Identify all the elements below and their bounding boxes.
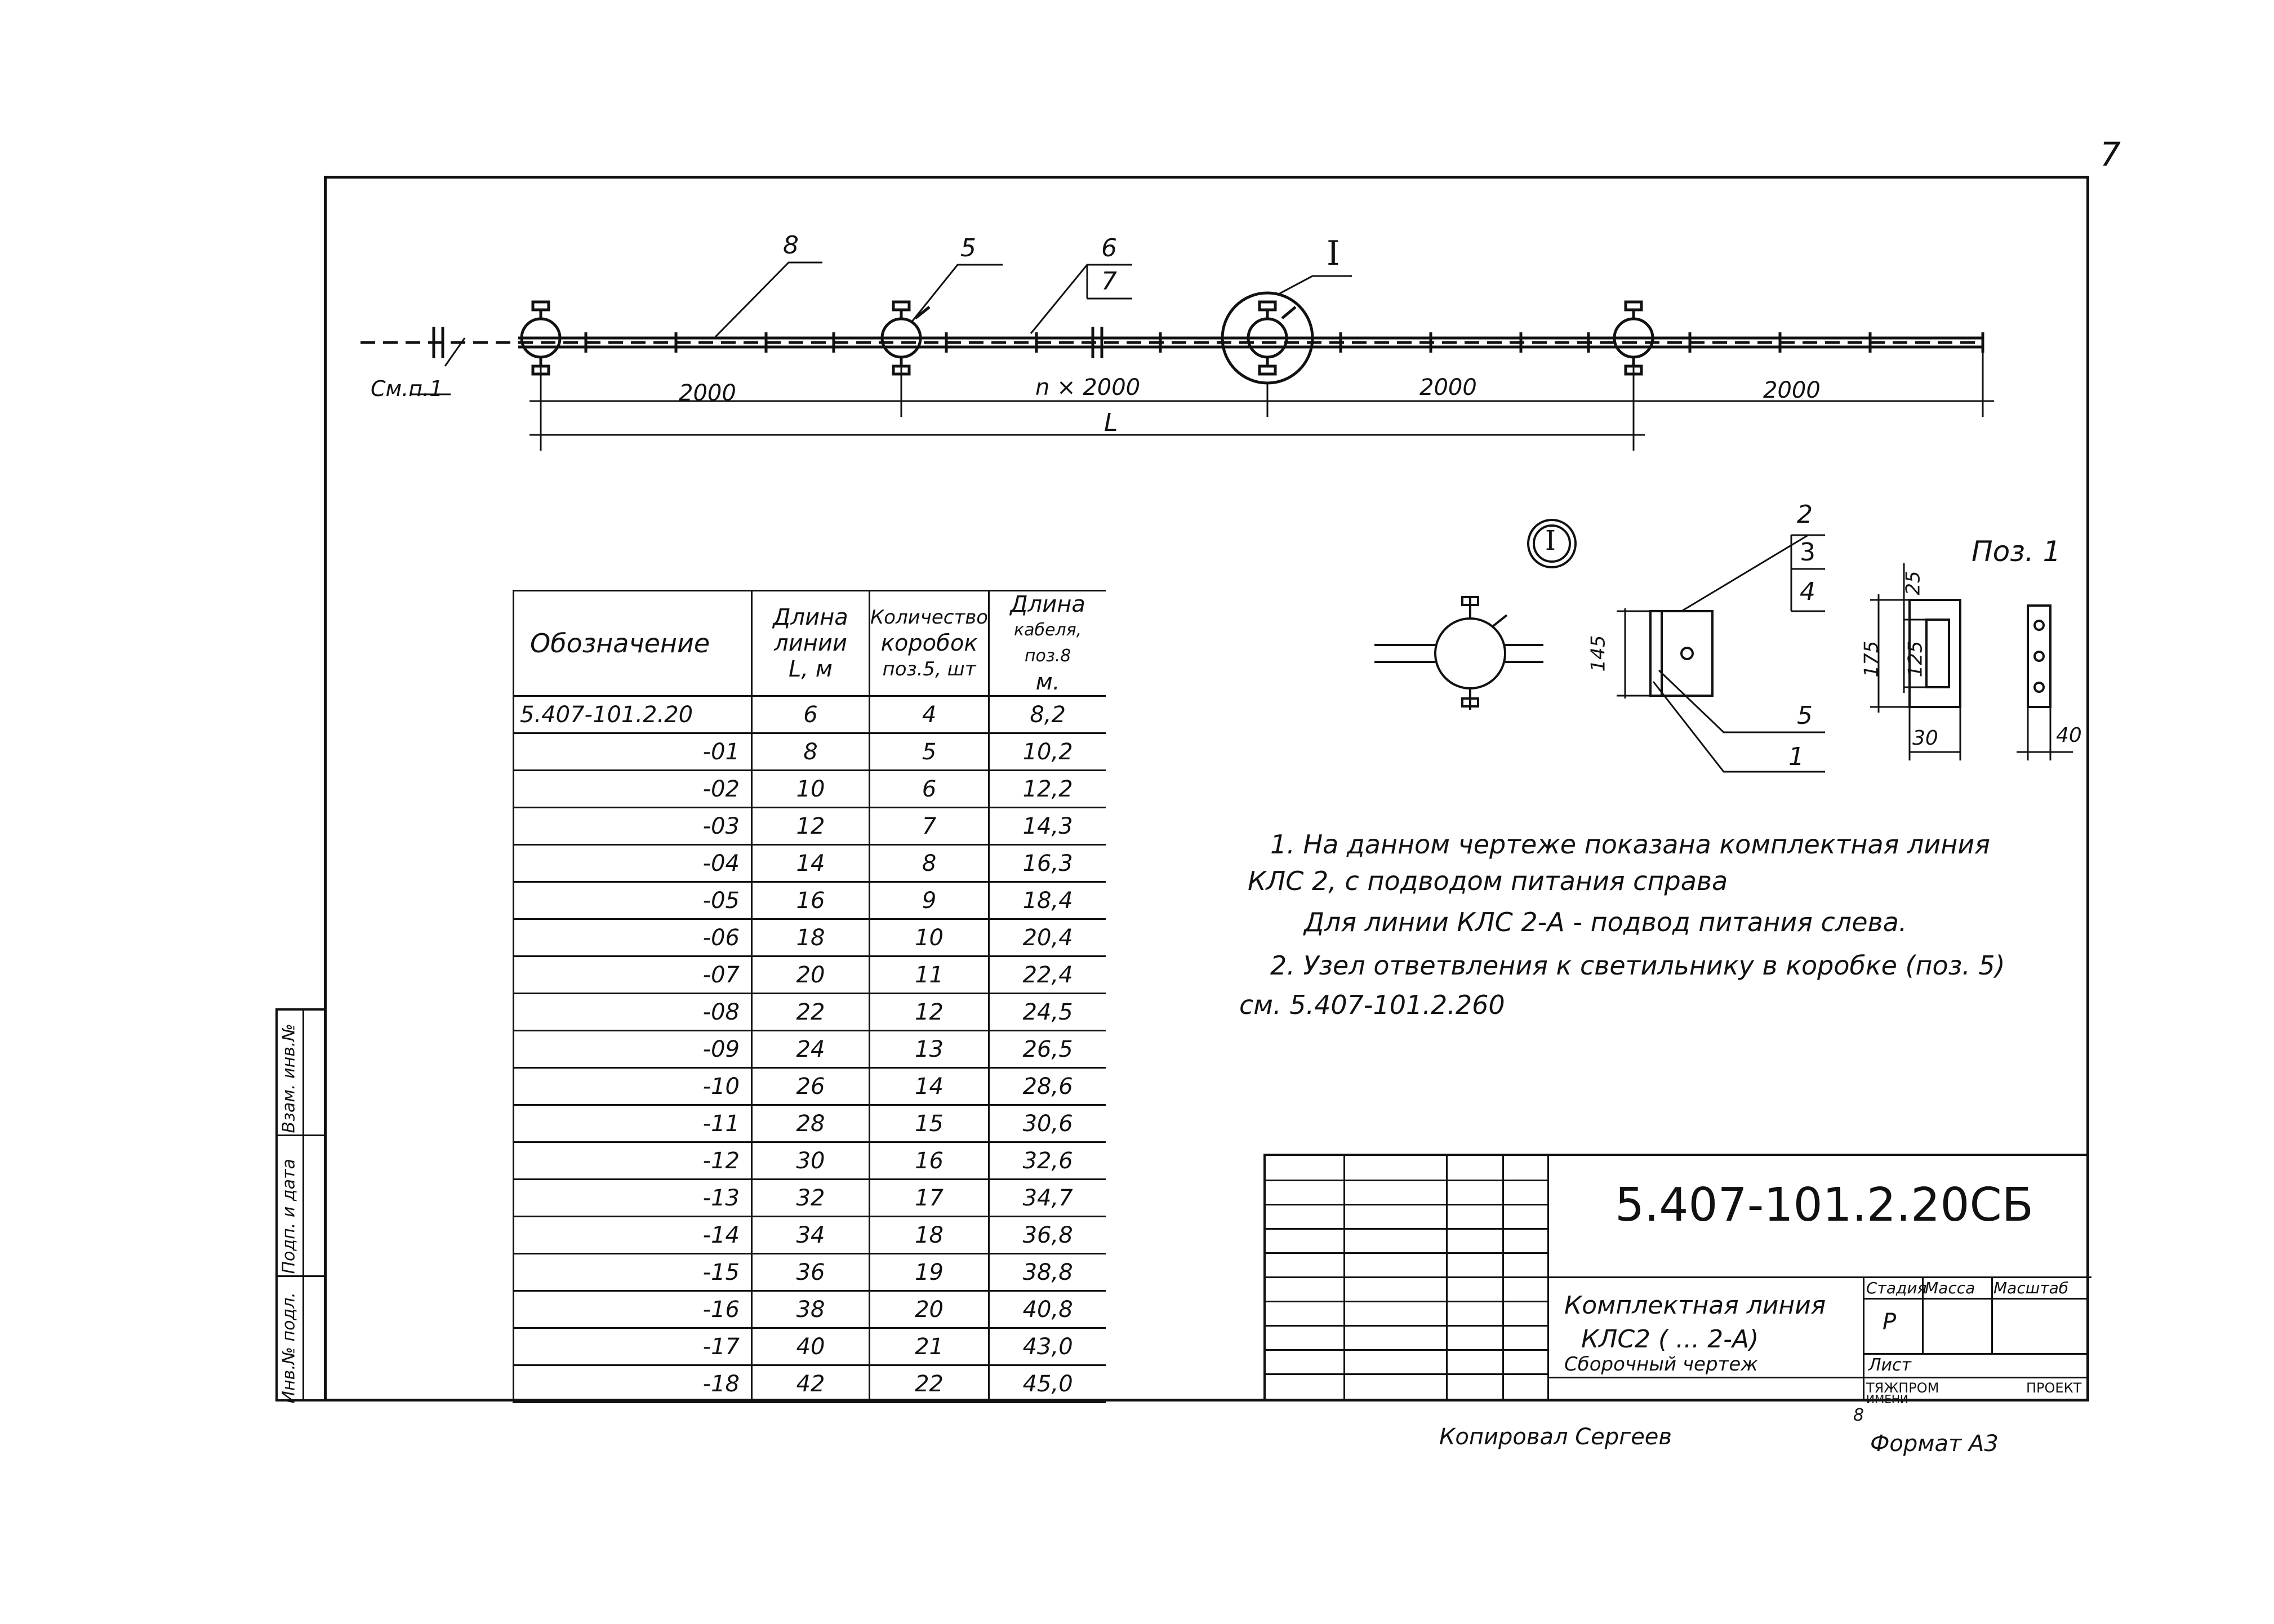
detail-dimension: 25 — [1902, 571, 1925, 595]
dimension-label: 2000 — [1419, 375, 1477, 401]
junction-box — [1613, 300, 1654, 376]
note-line: 1. На данном чертеже показана комплектна… — [1270, 829, 1990, 860]
dimension-label: 2000 — [679, 380, 736, 406]
junction-box — [520, 300, 562, 376]
detail-callout: 4 — [1800, 577, 1815, 606]
sheet-label: Лист — [1868, 1355, 1912, 1375]
callout-label: I — [1327, 234, 1340, 273]
side-stamp-divider — [302, 1011, 304, 1399]
org-line: ПРОЕКТ — [2026, 1380, 2082, 1396]
dimension-label-L: L — [1104, 408, 1118, 437]
detail-dimension: 125 — [1904, 640, 1927, 678]
title-line: КЛС2 ( ... 2-А) — [1581, 1325, 1759, 1354]
note-line: Для линии КЛС 2-А - подвод питания слева… — [1304, 907, 1907, 937]
title-block: 5.407-101.2.20СБ Комплектная линия КЛС2 … — [1263, 1154, 2091, 1406]
side-stamp-line — [278, 1275, 324, 1277]
detail-dimension: 30 — [1912, 727, 1938, 750]
leader-8 — [714, 261, 822, 338]
detail-marker-circle — [1527, 519, 1577, 568]
side-stamp-line — [278, 1134, 324, 1136]
format-label: Формат А3 — [1870, 1431, 1999, 1457]
detail-callout: 5 — [1797, 701, 1813, 730]
callout-label: 7 — [1101, 267, 1117, 296]
title-line: Комплектная линия — [1564, 1291, 1826, 1320]
col-header-designation: Обозначение — [513, 590, 753, 697]
detail-callout: 3 — [1800, 538, 1815, 567]
scale-header: Масштаб — [1993, 1279, 2069, 1297]
copied-by: Копировал Сергеев — [1439, 1424, 1672, 1450]
detail-dimension: 40 — [2056, 724, 2082, 747]
footer-number: 8 — [1853, 1405, 1864, 1425]
leader-I — [1278, 275, 1352, 295]
detail-marker-label: I — [1545, 525, 1556, 557]
dimension-label: n × 2000 — [1035, 375, 1141, 401]
document-code: 5.407-101.2.20СБ — [1615, 1178, 2034, 1232]
callout-label: 8 — [783, 231, 799, 260]
note-line: КЛС 2, с подводом питания справа — [1248, 866, 1728, 896]
detail-callout: 2 — [1797, 500, 1813, 529]
note-line: см. 5.407-101.2.260 — [1239, 990, 1505, 1020]
side-stamp: Взам. инв.№ Подп. и дата Инв.№ подл. — [275, 1008, 326, 1404]
stage-value: Р — [1883, 1309, 1897, 1335]
callout-label: 5 — [960, 234, 976, 262]
title-line: Сборочный чертеж — [1564, 1353, 1758, 1376]
detail-callout: 1 — [1788, 742, 1804, 771]
page-number: 7 — [2100, 135, 2121, 173]
see-note-label: См.п.1 — [371, 376, 443, 401]
leader-5 — [910, 264, 1003, 323]
detail-dimension: 175 — [1860, 640, 1883, 678]
dimension-label: 2000 — [1763, 377, 1821, 403]
stage-header: Стадия — [1866, 1279, 1927, 1297]
callout-label: 6 — [1101, 234, 1117, 262]
sheet-frame — [324, 176, 2089, 1401]
org-line: ИМЕНИ — [1866, 1392, 1908, 1406]
org-line: ТЯЖПРОМ — [1866, 1380, 1939, 1396]
pos-1-label: Поз. 1 — [1972, 535, 2061, 568]
detail-dimension: 145 — [1587, 635, 1610, 672]
mass-header: Масса — [1925, 1279, 1975, 1297]
note-line: 2. Узел ответвления к светильнику в коро… — [1270, 950, 2005, 981]
